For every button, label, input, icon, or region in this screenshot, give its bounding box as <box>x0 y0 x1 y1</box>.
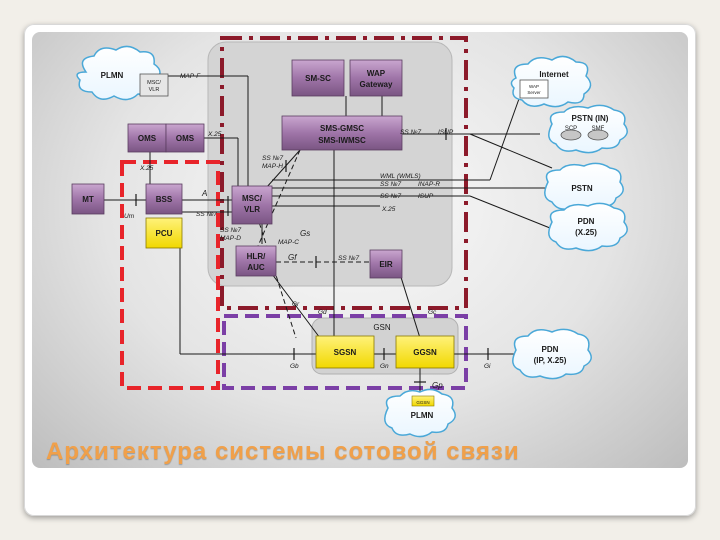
label-map-c: MAP-C <box>278 239 299 246</box>
pdn-x25-cloud <box>548 202 628 252</box>
label-ss7-map-h: SS №7 <box>262 155 284 162</box>
plmn-bottom-label: PLMN <box>411 411 434 420</box>
label-ss7-isup-top: SS №7 <box>400 129 422 136</box>
smf-label: SMF <box>592 126 605 132</box>
label-isup-top: ISUP <box>438 129 454 136</box>
wap-gateway-label: Gateway <box>360 80 393 89</box>
wap-server-label-2: Server <box>527 90 541 95</box>
pcu-label: PCU <box>156 229 173 238</box>
label-gn: Gn <box>380 363 389 370</box>
auc-label: AUC <box>247 263 265 272</box>
label-x25-bss: X.25 <box>139 165 154 172</box>
radio-access-boundary <box>120 160 220 390</box>
label-map-f: MAP-F <box>180 73 201 80</box>
sms-iwmsc-label: SMS-IWMSC <box>318 136 366 145</box>
plmn-bottom-ggsn-box <box>411 395 435 407</box>
mt-label: MT <box>82 195 94 204</box>
label-gr: Gr <box>292 301 300 308</box>
internet-label: Internet <box>539 70 569 79</box>
label-a: A <box>201 189 207 198</box>
oms-box-2 <box>165 123 205 153</box>
sgsn-box <box>315 335 375 369</box>
bss-box <box>145 183 183 215</box>
oms-label-1: OMS <box>138 134 157 143</box>
eir-box <box>369 249 403 279</box>
pcu-box <box>145 217 183 249</box>
smf-node <box>587 129 609 141</box>
plmn-top-vlr-label: VLR <box>149 87 160 93</box>
label-ss7-inap: SS №7 <box>380 181 402 188</box>
mt-box <box>71 183 105 215</box>
label-isup: ISUP <box>418 193 434 200</box>
msc-label: MSC/ <box>242 194 263 203</box>
ggsn-label: GGSN <box>413 348 437 357</box>
pdn-ip-label: PDN <box>542 345 559 354</box>
gsn-label: GSN <box>373 323 391 332</box>
plmn-bottom-cloud <box>384 388 456 438</box>
sm-sc-label: SM-SC <box>305 74 331 83</box>
sms-gmsc-label: SMS-GMSC <box>320 124 364 133</box>
label-ss7-bss: SS №7 <box>196 211 218 218</box>
label-inap-r: INAP-R <box>418 181 440 188</box>
pstn-label: PSTN <box>571 184 593 193</box>
label-gb: Gb <box>290 363 299 370</box>
plmn-bottom-ggsn-label: GGSN <box>416 400 429 405</box>
connection-lines <box>104 75 553 398</box>
label-ss7-map-d: SS №7 <box>220 227 242 234</box>
label-gd: Gd <box>318 309 327 316</box>
scp-label: SCP <box>565 126 577 132</box>
wap-gateway-box <box>349 59 403 97</box>
oms-label-2: OMS <box>176 134 195 143</box>
wap-label: WAP <box>367 69 386 78</box>
slide-title: Архитектура системы сотовой связи <box>46 438 520 465</box>
sgsn-label: SGSN <box>334 348 357 357</box>
label-gi: Gi <box>484 363 491 370</box>
packet-core-boundary <box>222 314 468 390</box>
hlr-label: HLR/ <box>247 252 266 261</box>
eir-label: EIR <box>379 260 393 269</box>
pdn-x25-sublabel: (X.25) <box>575 228 597 237</box>
sms-gmsc-box <box>281 115 403 151</box>
circuit-core-boundary <box>220 36 468 310</box>
pdn-ip-sublabel: (IP, X.25) <box>534 356 567 365</box>
label-x25-oms: X.25 <box>207 131 222 138</box>
label-ss7-isup: SS №7 <box>380 193 402 200</box>
label-gf: Gf <box>288 253 297 262</box>
sm-sc-box <box>291 59 345 97</box>
oms-box-1 <box>127 123 167 153</box>
plmn-top-msc-box <box>139 73 169 97</box>
wap-server-label-1: WAP <box>529 84 539 89</box>
ggsn-box <box>395 335 455 369</box>
hlr-auc-box <box>235 245 277 277</box>
label-wml: WML (WMLS) <box>380 173 421 180</box>
msc-vlr-box <box>231 185 273 225</box>
label-x25-msc: X.25 <box>381 206 396 213</box>
pdn-ip-cloud <box>512 328 592 380</box>
vlr-label: VLR <box>244 205 260 214</box>
label-map-h: MAP-H <box>262 163 283 170</box>
pstn-in-label: PSTN (IN) <box>572 114 609 123</box>
plmn-top-msc-label: MSC/ <box>147 80 161 86</box>
label-gc: Gc <box>428 309 437 316</box>
label-um: Um <box>124 213 135 220</box>
pdn-x25-label: PDN <box>578 217 595 226</box>
label-map-d: MAP-D <box>220 235 241 242</box>
scp-node <box>560 129 582 141</box>
pstn-cloud <box>544 162 624 212</box>
bss-label: BSS <box>156 195 173 204</box>
wap-server-box <box>519 79 549 99</box>
plmn-top-label: PLMN <box>101 71 124 80</box>
label-ss7-eir: SS №7 <box>338 255 360 262</box>
pstn-in-cloud <box>548 104 628 154</box>
label-gs: Gs <box>300 229 310 238</box>
interface-ticks <box>135 128 489 383</box>
label-gp: Gp <box>432 381 443 390</box>
